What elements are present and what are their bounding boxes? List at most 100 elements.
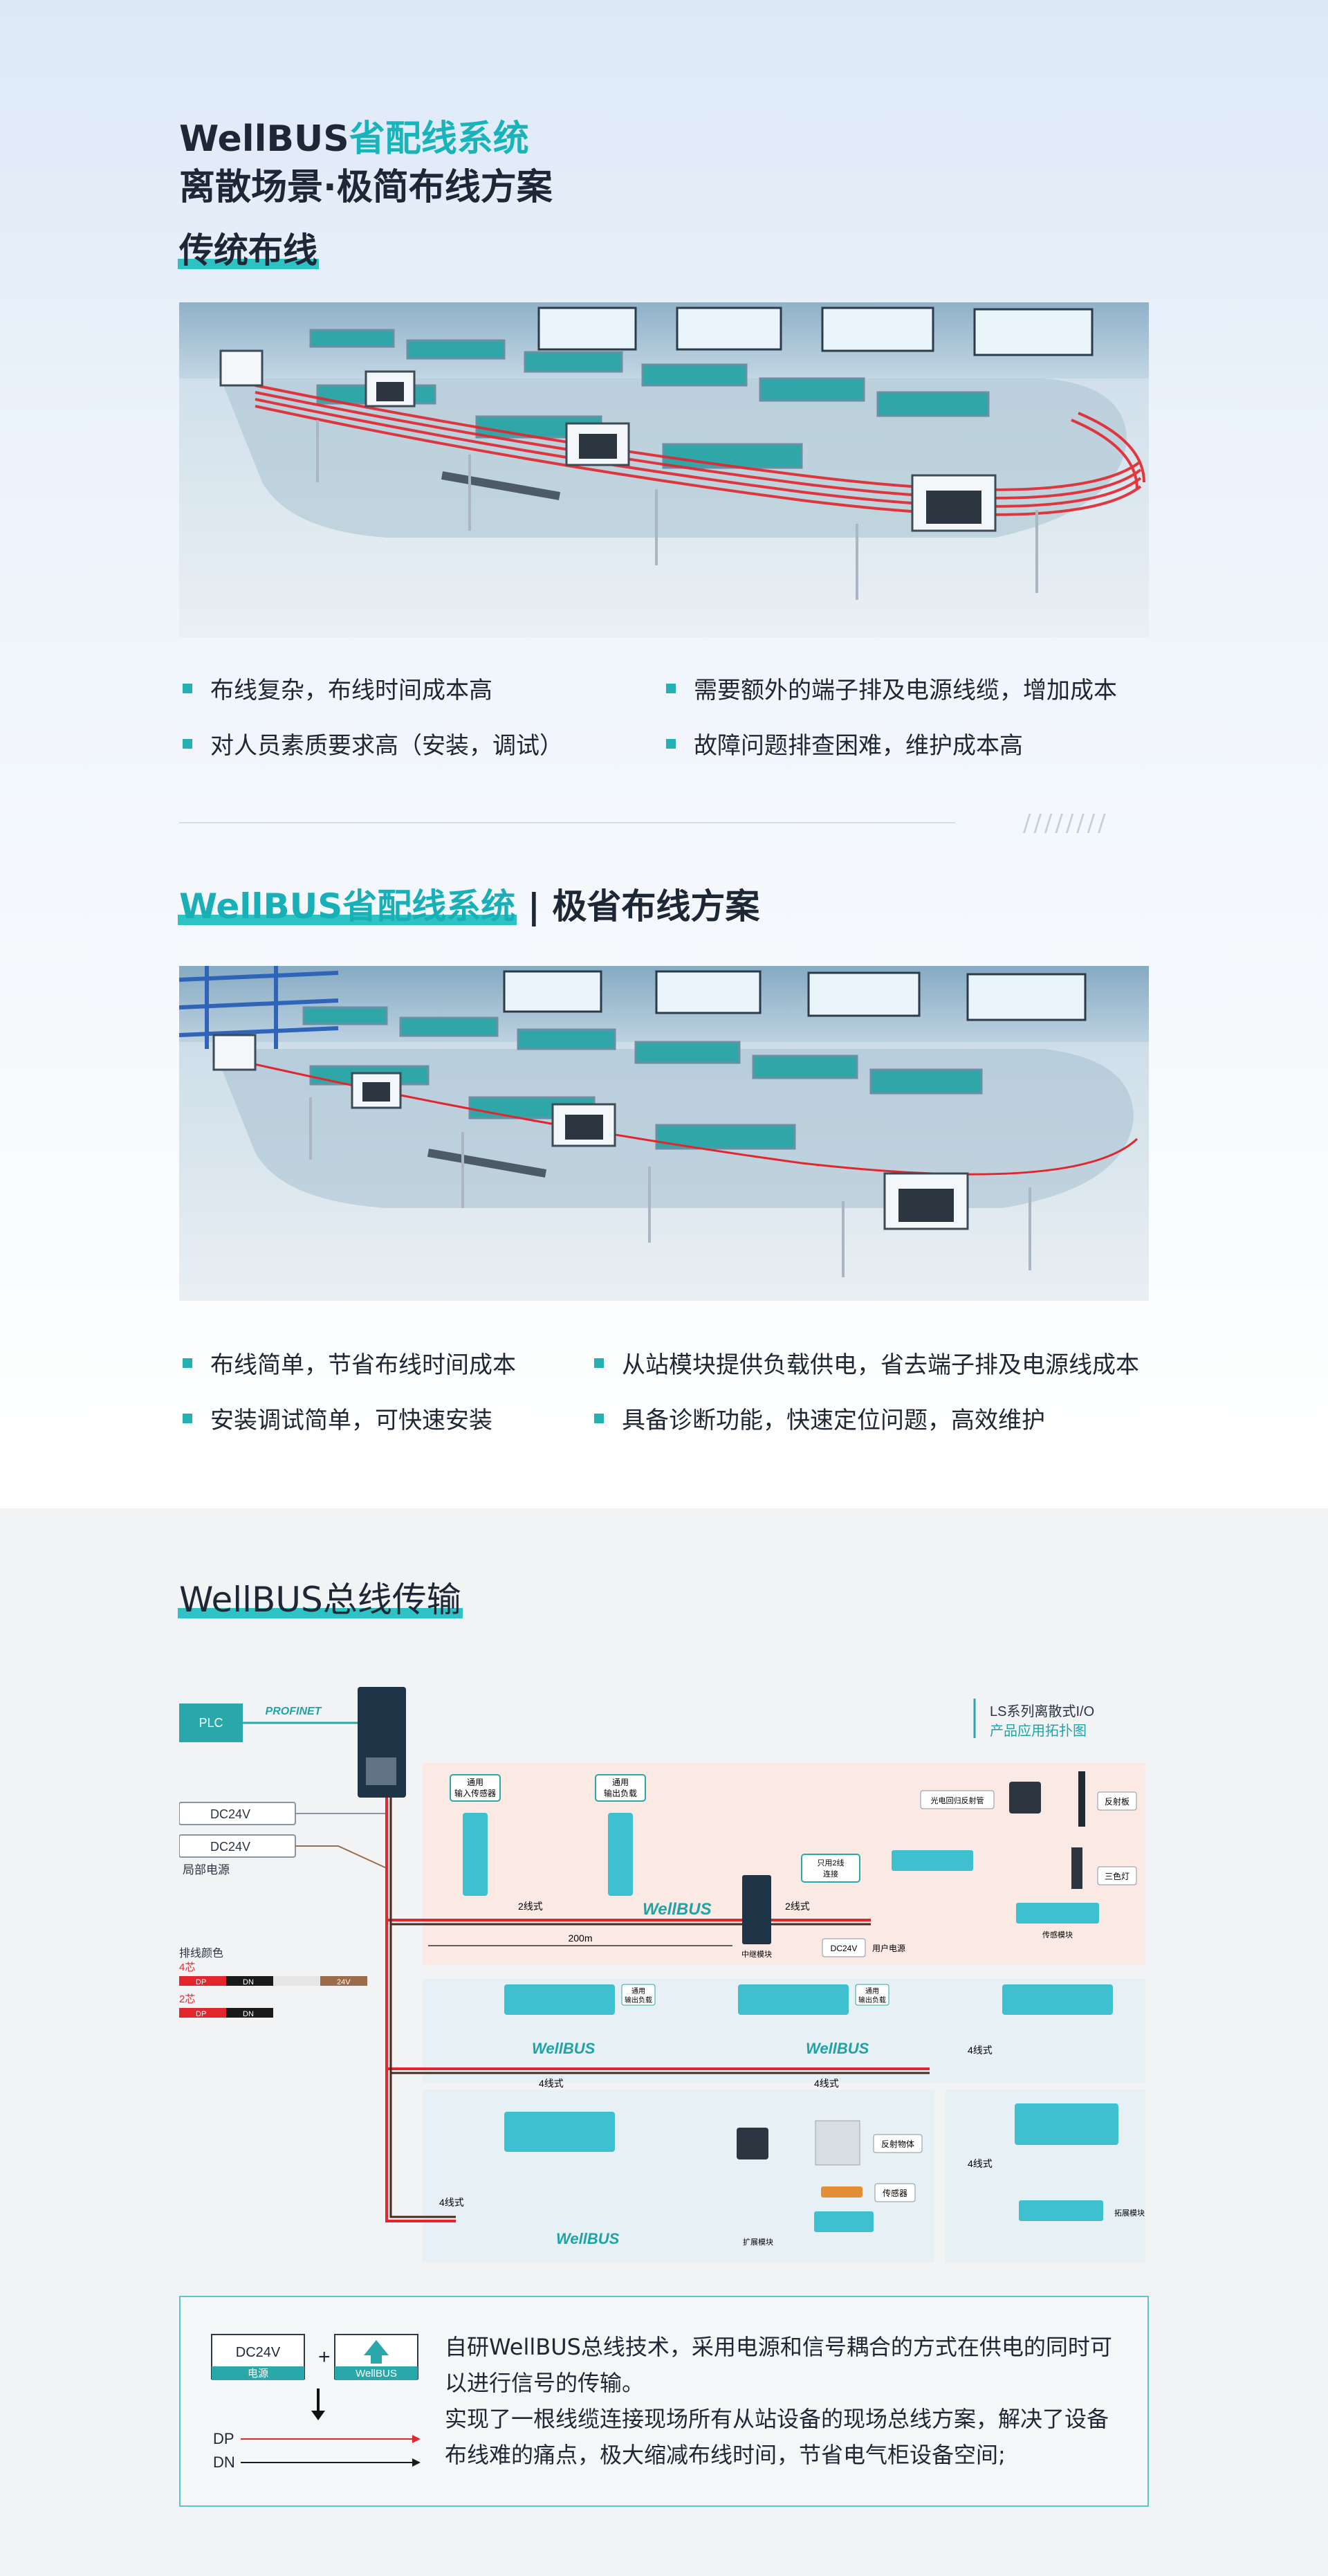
info-wellbus: WellBUS (356, 2368, 397, 2379)
legend-title-2: 产品应用拓扑图 (990, 1723, 1087, 1739)
info-dp: DP (213, 2430, 234, 2447)
svg-text:DP: DP (196, 1978, 206, 1986)
svg-text:4线式: 4线式 (539, 2078, 564, 2089)
wellbus-bullet-1: 布线简单，节省布线时间成本 (183, 1346, 516, 1380)
plc-box (179, 1703, 243, 1742)
cable-4core-label: 4芯 (179, 1962, 195, 1973)
hero-subtitle: 离散场景·极简布线方案 (179, 167, 553, 208)
svg-text:通用: 通用 (631, 1987, 645, 1995)
wellbus-title-highlight: WellBUS省配线系统 (179, 886, 516, 926)
svg-text:通用: 通用 (612, 1778, 629, 1787)
cable-2core-label: 2芯 (179, 1993, 195, 2005)
svg-text:24V: 24V (337, 1978, 351, 1986)
hero-brand-suffix: 省配线系统 (349, 118, 529, 160)
svg-text:4线式: 4线式 (814, 2078, 839, 2089)
svg-text:2线式: 2线式 (785, 1901, 810, 1912)
svg-text:光电回归反射管: 光电回归反射管 (931, 1796, 984, 1805)
hero-title: WellBUS省配线系统 (179, 109, 529, 161)
svg-text:DN: DN (243, 1978, 254, 1986)
bus-section-title: WellBUS总线传输 (179, 1572, 461, 1622)
wellbus-section-title: WellBUS省配线系统 | 极省布线方案 (179, 879, 759, 929)
topology-diagram: PLC PROFINET DC24V DC24V 局部电源 排线颜色 4芯 DP… (179, 1687, 1145, 2263)
svg-text:只用2线: 只用2线 (817, 1858, 844, 1867)
svg-text:输入传感器: 输入传感器 (454, 1788, 496, 1798)
tri-color-light (1071, 1847, 1082, 1889)
plc-label: PLC (199, 1716, 223, 1730)
divider-slashes: //////// (1023, 810, 1109, 837)
svg-text:中继模块: 中继模块 (741, 1950, 772, 1959)
wellbus-wiring-photo (179, 966, 1149, 1301)
svg-text:通用: 通用 (467, 1778, 483, 1787)
svg-text:输出负载: 输出负载 (625, 1995, 652, 2004)
svg-text:连接: 连接 (823, 1870, 838, 1879)
expand-module-bottom (814, 2211, 874, 2232)
svg-text:2线式: 2线式 (518, 1901, 543, 1912)
traditional-title-text: 传统布线 (179, 230, 317, 271)
zone-4wire-bottom (423, 2090, 934, 2263)
info-power: 电源 (248, 2368, 268, 2379)
svg-text:WellBUS: WellBUS (643, 1900, 712, 1919)
sensor-head (1009, 1782, 1041, 1814)
wellbus-bullet-3: 安装调试简单，可快速安装 (183, 1401, 492, 1435)
io-module-5 (504, 2112, 615, 2152)
svg-text:输出负载: 输出负载 (604, 1788, 637, 1798)
svg-text:WellBUS: WellBUS (556, 2230, 620, 2247)
info-line-1: 自研WellBUS总线技术，采用电源和信号耦合的方式在供电的同时可 (445, 2334, 1112, 2360)
traditional-bullet-2: 需要额外的端子排及电源线缆，增加成本 (666, 671, 1117, 705)
svg-text:用户电源: 用户电源 (872, 1943, 905, 1953)
svg-text:200m: 200m (568, 1933, 592, 1944)
legend-title-1: LS系列离散式I/O (990, 1703, 1094, 1719)
svg-text:扩展模块: 扩展模块 (743, 2237, 773, 2247)
input-sensor-module (463, 1813, 488, 1896)
info-dc24v: DC24V (236, 2345, 281, 2360)
info-line-3: 实现了一根线缆连接现场所有从站设备的现场总线方案，解决了设备 (445, 2406, 1109, 2432)
info-dn: DN (213, 2454, 235, 2471)
io-module-4 (1015, 2103, 1118, 2145)
svg-text:DC24V: DC24V (831, 1944, 858, 1953)
cable-color-title: 排线颜色 (179, 1947, 223, 1960)
proximity-sensor (821, 2186, 863, 2198)
sensor-transfer-module (1016, 1903, 1099, 1924)
section-divider (179, 822, 955, 823)
svg-text:三色灯: 三色灯 (1105, 1872, 1129, 1881)
svg-text:DN: DN (243, 2010, 254, 2018)
repeater-module (742, 1875, 771, 1944)
svg-text:传感模块: 传感模块 (1042, 1930, 1073, 1939)
info-diagram: DC24V 电源 + WellBUS DP DN (211, 2334, 421, 2471)
dc24v-label-2: DC24V (210, 1840, 250, 1854)
bus-title-text: WellBUS总线传输 (179, 1580, 461, 1620)
io-module-2 (738, 1984, 849, 2015)
traditional-wiring-photo (179, 302, 1149, 637)
svg-text:传感器: 传感器 (883, 2188, 907, 2198)
reflector-plate (1078, 1771, 1085, 1827)
svg-text:WellBUS: WellBUS (806, 2040, 869, 2057)
svg-text:DP: DP (196, 2010, 206, 2018)
svg-text:反射物体: 反射物体 (881, 2139, 914, 2149)
info-box (179, 2296, 1149, 2507)
dc24v-label-1: DC24V (210, 1807, 250, 1821)
svg-text:拓展模块: 拓展模块 (1114, 2208, 1145, 2218)
svg-text:通用: 通用 (865, 1987, 879, 1995)
svg-text:4线式: 4线式 (968, 2158, 993, 2169)
output-load-module (608, 1813, 633, 1896)
svg-text:+: + (318, 2346, 331, 2368)
reflective-object (815, 2120, 860, 2166)
svg-text:WellBUS: WellBUS (532, 2040, 596, 2057)
svg-text:4线式: 4线式 (968, 2045, 993, 2056)
traditional-bullet-3: 对人员素质要求高（安装，调试） (183, 727, 563, 760)
io-module-1 (504, 1984, 615, 2015)
expand-module-right (1019, 2200, 1103, 2221)
profinet-label: PROFINET (266, 1706, 322, 1717)
info-text: 自研WellBUS总线技术，采用电源和信号耦合的方式在供电的同时可 以进行信号的… (445, 2329, 1112, 2473)
svg-text:反射板: 反射板 (1105, 1796, 1129, 1807)
info-line-2: 以进行信号的传输。 (445, 2370, 645, 2396)
wellbus-title-rest: | 极省布线方案 (527, 886, 760, 926)
svg-text:4线式: 4线式 (439, 2197, 464, 2208)
traditional-bullet-1: 布线复杂，布线时间成本高 (183, 671, 492, 705)
local-power-label: 局部电源 (183, 1863, 230, 1876)
traditional-section-title: 传统布线 (179, 223, 317, 273)
wellbus-bullet-2: 从站模块提供负载供电，省去端子排及电源线成本 (594, 1346, 1139, 1380)
io-module-3 (1002, 1984, 1113, 2015)
reflective-sensor (737, 2128, 768, 2159)
wellbus-bullet-4: 具备诊断功能，快速定位问题，高效维护 (594, 1401, 1045, 1435)
